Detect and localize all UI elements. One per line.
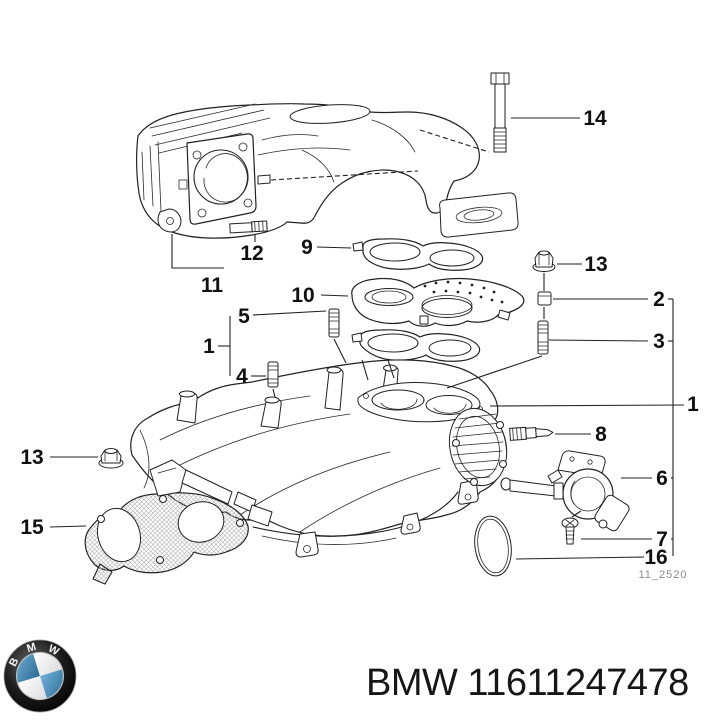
gasket-9-tab bbox=[352, 241, 364, 252]
leader-lines bbox=[49, 117, 685, 560]
callout-label-13-upper: 13 bbox=[584, 253, 607, 276]
o-ring-16 bbox=[474, 515, 512, 577]
spacer-2 bbox=[537, 291, 552, 306]
callout-label-4: 4 bbox=[236, 365, 248, 388]
connector-axis-stud5 bbox=[333, 338, 347, 364]
leader-5 bbox=[252, 310, 327, 316]
connector-axis-flange-pin bbox=[270, 170, 419, 181]
leader-9 bbox=[316, 246, 352, 249]
grille bbox=[448, 407, 508, 487]
leader-15 bbox=[49, 525, 87, 528]
callout-label-7: 7 bbox=[656, 528, 668, 551]
flange-pin bbox=[257, 174, 271, 185]
callout-label-10: 10 bbox=[291, 284, 314, 307]
heat-shield-10 bbox=[351, 277, 525, 327]
logo-letter-m: M bbox=[25, 641, 37, 655]
gasket-lower bbox=[351, 329, 481, 362]
connector-axis-stud4 bbox=[272, 388, 276, 398]
leader-11 bbox=[171, 234, 224, 269]
connector-axis-bolt14 bbox=[419, 129, 490, 153]
leader-1-right bbox=[489, 404, 685, 407]
callout-label-13-left: 13 bbox=[20, 446, 43, 469]
plate-peg bbox=[497, 309, 511, 321]
callout-label-3: 3 bbox=[653, 330, 665, 353]
callout-label-11: 11 bbox=[201, 274, 224, 297]
callout-label-8: 8 bbox=[595, 423, 607, 446]
stud-3 bbox=[537, 320, 549, 355]
leader-3 bbox=[548, 339, 649, 342]
callout-label-14: 14 bbox=[583, 107, 607, 130]
leader-16 bbox=[515, 556, 645, 560]
connector-axis-stud3 bbox=[446, 355, 543, 389]
callout-label-1-right: 1 bbox=[687, 393, 699, 416]
part-number-text: BMW 11611247478 bbox=[366, 662, 689, 704]
callout-label-5: 5 bbox=[238, 305, 250, 328]
callout-label-12: 12 bbox=[240, 242, 263, 265]
connector-axis-screw7 bbox=[571, 510, 582, 518]
front-bracket bbox=[149, 459, 273, 527]
bolt-8 bbox=[509, 426, 554, 441]
plate-perforations bbox=[423, 280, 504, 304]
screw-7 bbox=[561, 517, 579, 545]
stud-4 bbox=[267, 361, 279, 388]
gasket-15 bbox=[84, 492, 249, 585]
vacuum-actuator-6 bbox=[500, 450, 630, 532]
callout-label-15: 15 bbox=[20, 516, 44, 539]
inlet-flange bbox=[357, 382, 483, 423]
gasket-9 bbox=[352, 238, 484, 271]
logo-quadrants bbox=[16, 652, 64, 700]
stud-12 bbox=[229, 220, 268, 234]
stud-5 bbox=[328, 308, 340, 338]
callout-label-6: 6 bbox=[656, 467, 668, 490]
callout-label-1-left: 1 bbox=[203, 335, 215, 358]
connector-axis-gasket-b bbox=[387, 359, 395, 379]
bmw-logo: B M W bbox=[1, 636, 79, 718]
bolt-14 bbox=[490, 72, 510, 153]
callout-label-9: 9 bbox=[301, 236, 313, 259]
leader-10 bbox=[320, 294, 349, 297]
callout-label-16: 16 bbox=[644, 546, 667, 569]
throttle-flange bbox=[178, 133, 271, 225]
connector-axis-gasket-a bbox=[361, 359, 369, 381]
nut-13-left bbox=[98, 448, 124, 469]
diagram-code: 11_2520 bbox=[638, 569, 687, 581]
callout-label-2: 2 bbox=[653, 288, 665, 311]
nut-13-upper bbox=[532, 250, 556, 272]
